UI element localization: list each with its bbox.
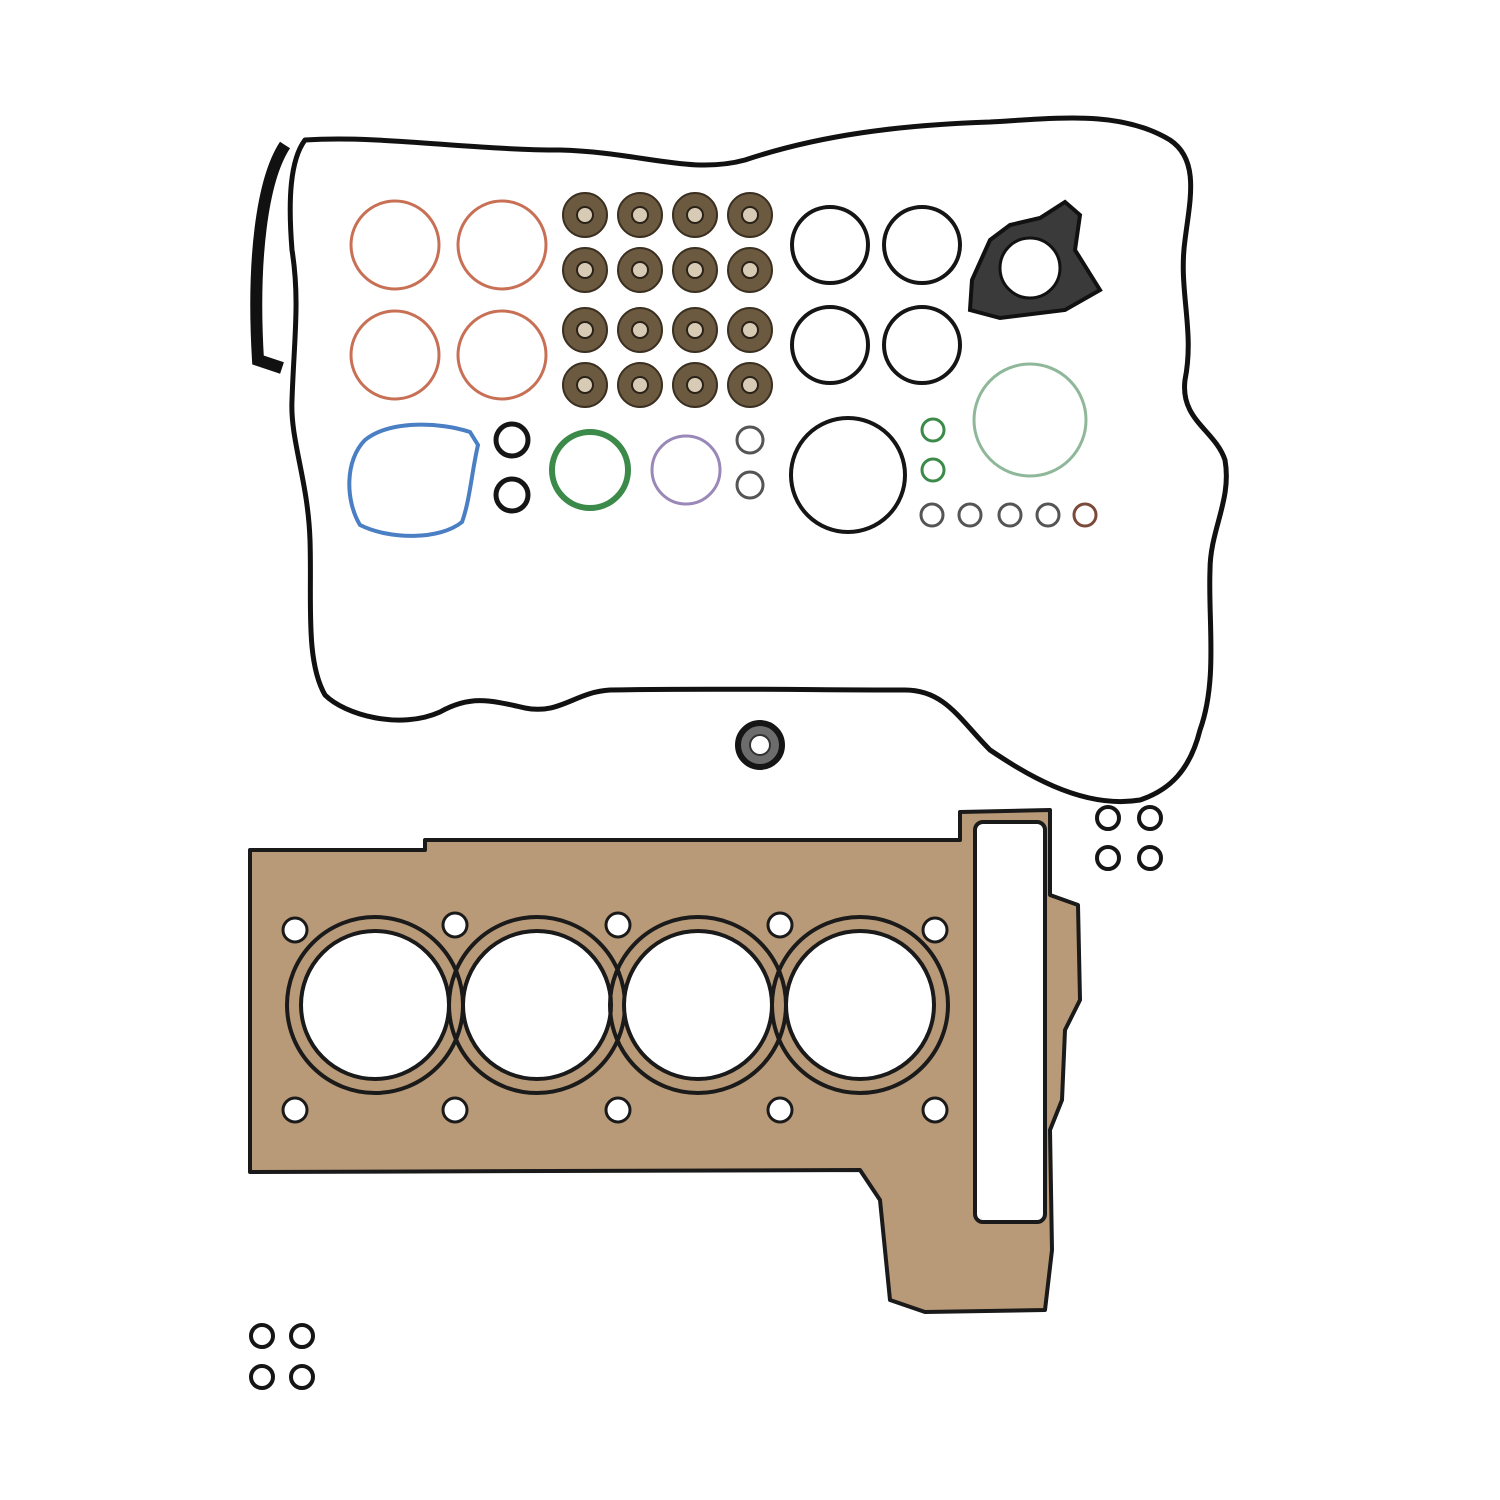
bolt-hole	[281, 1096, 309, 1124]
o-ring	[882, 305, 962, 385]
valve-stem-seal-hole	[631, 206, 649, 224]
small-green-ring	[920, 417, 946, 443]
small-green-ring	[920, 457, 946, 483]
blue-intake-gasket	[347, 422, 481, 538]
intake-rings	[349, 199, 548, 401]
bolt-o-ring	[1137, 805, 1163, 831]
bolt-hole	[441, 911, 469, 939]
light-green-ring	[972, 362, 1088, 478]
cylinder-bore-outline	[770, 915, 950, 1095]
o-ring	[790, 305, 870, 385]
intake-ring	[456, 199, 548, 291]
valve-stem-seal-hole	[576, 376, 594, 394]
valve-stem-seal-hole	[686, 206, 704, 224]
valve-stem-seal-hole	[686, 376, 704, 394]
valve-stem-seal-hole	[741, 261, 759, 279]
valve-stem-seal-hole	[576, 206, 594, 224]
purple-ring	[650, 434, 722, 506]
cylinder-bore	[461, 929, 613, 1081]
bolt-o-ring	[1095, 845, 1121, 871]
valve-stem-seals	[562, 192, 773, 408]
bracket-gasket	[967, 199, 1103, 321]
valve-stem-seal-hole	[741, 376, 759, 394]
bolt-hole	[766, 1096, 794, 1124]
cylinder-bore	[784, 929, 936, 1081]
bolt-o-ring	[289, 1364, 315, 1390]
cylinder-bores	[285, 915, 950, 1095]
valve-stem-seal-hole	[741, 321, 759, 339]
camshaft-seal-hole	[749, 734, 771, 756]
bolt-o-ring	[1137, 845, 1163, 871]
o-ring	[789, 416, 907, 534]
small-ring	[997, 502, 1023, 528]
bolt-hole	[766, 911, 794, 939]
valve-stem-seal-hole	[631, 321, 649, 339]
bolt-holes	[281, 911, 949, 1124]
gray-ring	[735, 425, 765, 455]
cylinder-bore	[299, 929, 451, 1081]
bolt-hole	[281, 916, 309, 944]
valve-stem-seal-hole	[686, 261, 704, 279]
valve-stem-seal-hole	[631, 261, 649, 279]
o-ring	[882, 205, 962, 285]
bolt-o-ring	[289, 1323, 315, 1349]
valve-stem-seal-hole	[686, 321, 704, 339]
gray-ring	[735, 470, 765, 500]
small-o-ring	[493, 421, 531, 459]
head-gasket	[248, 808, 1082, 1314]
bolt-hole	[604, 911, 632, 939]
bolt-o-ring	[249, 1323, 275, 1349]
small-ring	[957, 502, 983, 528]
small-ring	[1035, 502, 1061, 528]
small-o-ring	[493, 476, 531, 514]
bolt-hole	[441, 1096, 469, 1124]
valve-stem-seal-hole	[576, 321, 594, 339]
bolt-o-ring	[249, 1364, 275, 1390]
valve-stem-seal-hole	[631, 376, 649, 394]
bolt-hole	[921, 1096, 949, 1124]
bolt-hole	[604, 1096, 632, 1124]
small-ring	[919, 502, 945, 528]
cylinder-bore	[622, 929, 774, 1081]
intake-ring	[349, 199, 441, 291]
o-ring	[790, 205, 870, 285]
green-ring	[549, 429, 631, 511]
valve-cover-gasket	[250, 115, 1229, 804]
bolt-o-ring	[1095, 805, 1121, 831]
intake-ring	[456, 309, 548, 401]
intake-ring	[349, 309, 441, 401]
valve-stem-seal-hole	[576, 261, 594, 279]
o-rings	[249, 205, 1163, 1390]
valve-stem-seal-hole	[741, 206, 759, 224]
small-ring	[1072, 502, 1098, 528]
bolt-hole	[921, 916, 949, 944]
